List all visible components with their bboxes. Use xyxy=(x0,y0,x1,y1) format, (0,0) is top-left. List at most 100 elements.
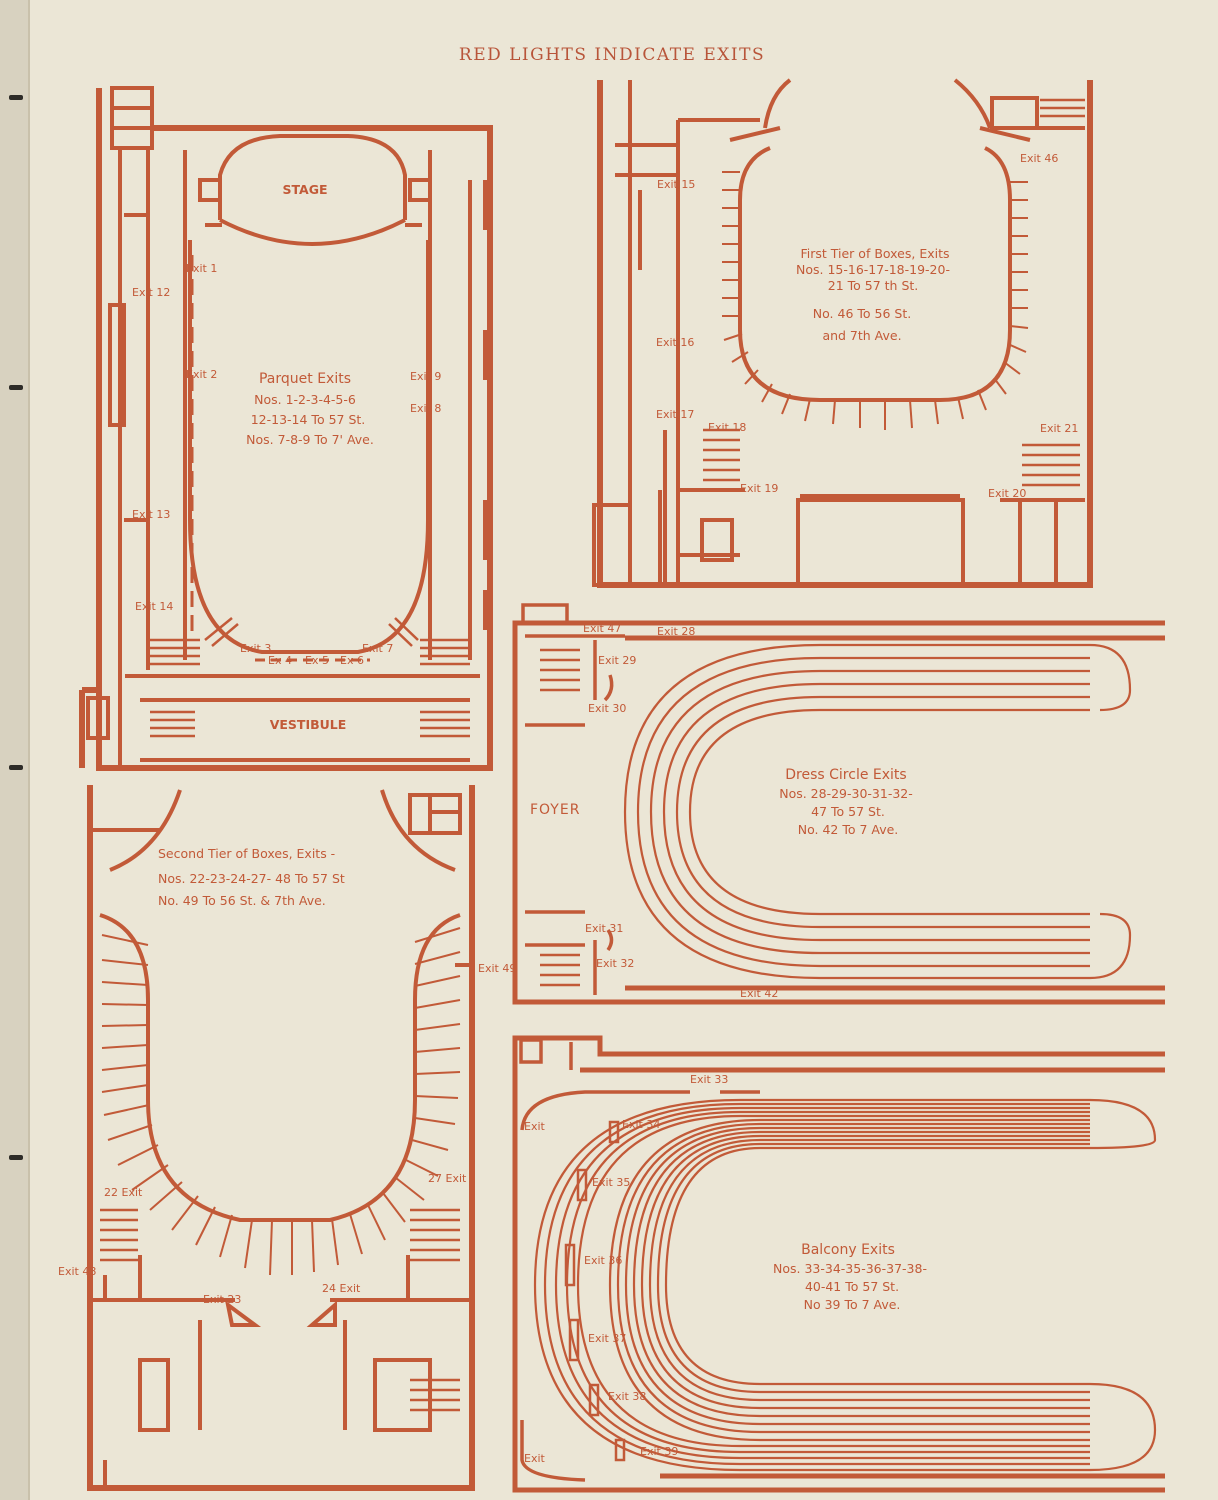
first-tier-heading: First Tier of Boxes, Exits xyxy=(800,246,949,261)
first-tier-line-4: and 7th Ave. xyxy=(822,328,901,343)
first-tier-stairs xyxy=(703,98,1085,487)
exit-49-label: Exit 49 xyxy=(478,962,516,975)
second-tier-heading: Second Tier of Boxes, Exits - xyxy=(158,846,335,861)
exit-38-label: Exit 38 xyxy=(608,1390,646,1403)
first-tier-auditorium xyxy=(729,78,1031,402)
parquet-walls xyxy=(79,88,493,771)
balcony-line-2: 40-41 To 57 St. xyxy=(805,1279,899,1294)
first-tier-structure xyxy=(592,80,1085,587)
parquet-line-3: Nos. 7-8-9 To 7' Ave. xyxy=(246,432,374,447)
balcony-structure xyxy=(519,1038,760,1482)
exit-34-label: Exit 34 xyxy=(622,1118,660,1131)
exit-unnumbered-bottom-label: Exit xyxy=(524,1452,546,1465)
exit-3-label: Exit 3 xyxy=(240,642,271,655)
balcony-line-1: Nos. 33-34-35-36-37-38- xyxy=(773,1261,927,1276)
exit-18-label: Exit 18 xyxy=(708,421,746,434)
balcony-exit-doors xyxy=(564,1120,626,1462)
parquet-exit-passage xyxy=(190,255,370,662)
binding-gutter xyxy=(0,0,30,1500)
exit-36-label: Exit 36 xyxy=(584,1254,622,1267)
dress-circle-line-3: No. 42 To 7 Ave. xyxy=(798,822,899,837)
dress-circle-line-2: 47 To 57 St. xyxy=(811,804,885,819)
parquet-seating-outline xyxy=(188,240,430,654)
parquet-line-2: 12-13-14 To 57 St. xyxy=(251,412,366,427)
exit-4-label: Ex 4 xyxy=(268,654,292,667)
parquet-line-1: Nos. 1-2-3-4-5-6 xyxy=(254,392,356,407)
exit-42-label: Exit 42 xyxy=(740,987,778,1000)
second-tier-box-partitions xyxy=(101,927,461,1276)
dress-circle-stairs xyxy=(540,648,580,987)
exit-30-label: Exit 30 xyxy=(588,702,626,715)
second-tier-auditorium xyxy=(99,789,461,1300)
balcony-walls xyxy=(512,1035,1165,1493)
exit-39-label: Exit 39 xyxy=(640,1445,678,1458)
parquet-stairs xyxy=(150,617,470,738)
dress-circle-walls xyxy=(512,620,1165,1005)
exit-8-label: Exit 8 xyxy=(410,402,441,415)
second-tier-line-1: Nos. 22-23-24-27- 48 To 57 St xyxy=(158,871,345,886)
balcony-heading: Balcony Exits xyxy=(801,1242,895,1258)
balcony-plan: Balcony Exits Nos. 33-34-35-36-37-38- 40… xyxy=(512,1035,1165,1493)
exit-6-label: Ex 6 xyxy=(340,654,364,667)
exit-28-label: Exit 28 xyxy=(657,625,695,638)
first-tier-line-1: Nos. 15-16-17-18-19-20- xyxy=(796,262,950,277)
second-tier-walls xyxy=(87,785,475,1491)
exit-33-label: Exit 33 xyxy=(690,1073,728,1086)
exit-5-label: Ex 5 xyxy=(305,654,329,667)
dress-circle-seating-rows xyxy=(623,643,1132,980)
exit-14-label: Exit 14 xyxy=(135,600,173,613)
second-tier-plan: Second Tier of Boxes, Exits - Nos. 22-23… xyxy=(58,785,516,1491)
exit-19-label: Exit 19 xyxy=(740,482,778,495)
exit-15-label: Exit 15 xyxy=(657,178,695,191)
parquet-plan: STAGE VESTIBULE Parquet Exits Nos. 1-2-3… xyxy=(79,86,493,771)
page-title: RED LIGHTS INDICATE EXITS xyxy=(459,45,765,65)
exit-32-label: Exit 32 xyxy=(596,957,634,970)
exit-35-label: Exit 35 xyxy=(592,1176,630,1189)
exit-1-label: Exit 1 xyxy=(186,262,217,275)
exit-16-label: Exit 16 xyxy=(656,336,694,349)
exit-22-label: 22 Exit xyxy=(104,1186,143,1199)
exit-21-label: Exit 21 xyxy=(1040,422,1078,435)
vestibule-label: VESTIBULE xyxy=(270,717,347,732)
exit-9-label: Exit 9 xyxy=(410,370,441,383)
binding-ring xyxy=(9,385,23,390)
second-tier-line-2: No. 49 To 56 St. & 7th Ave. xyxy=(158,893,326,908)
exit-46-label: Exit 46 xyxy=(1020,152,1058,165)
exit-12-label: Exit 12 xyxy=(132,286,170,299)
dress-circle-plan: FOYER Dress Circle Exits Nos. 28-29-30-3… xyxy=(512,603,1165,1005)
second-tier-stairs xyxy=(100,1208,460,1412)
parquet-stage xyxy=(205,134,422,246)
dress-circle-heading: Dress Circle Exits xyxy=(785,767,906,783)
binding-ring xyxy=(9,95,23,100)
exit-24-label: 24 Exit xyxy=(322,1282,361,1295)
dress-circle-line-1: Nos. 28-29-30-31-32- xyxy=(779,786,913,801)
exit-13-label: Exit 13 xyxy=(132,508,170,521)
balcony-line-3: No 39 To 7 Ave. xyxy=(804,1297,901,1312)
exit-23-label: Exit 23 xyxy=(203,1293,241,1306)
stage-label: STAGE xyxy=(282,182,327,197)
exit-31-label: Exit 31 xyxy=(585,922,623,935)
first-tier-line-3: No. 46 To 56 St. xyxy=(813,306,911,321)
dress-circle-structure xyxy=(521,603,625,995)
exit-20-label: Exit 20 xyxy=(988,487,1026,500)
exit-37-label: Exit 37 xyxy=(588,1332,626,1345)
parquet-heading: Parquet Exits xyxy=(259,371,351,387)
parquet-structure xyxy=(86,86,487,765)
first-tier-box-partitions xyxy=(722,171,1029,430)
second-tier-structure xyxy=(90,793,472,1488)
exit-17-label: Exit 17 xyxy=(656,408,694,421)
binding-ring xyxy=(9,765,23,770)
first-tier-line-2: 21 To 57 th St. xyxy=(828,278,919,293)
exit-48-label: Exit 48 xyxy=(58,1265,96,1278)
exit-7-label: Exit 7 xyxy=(362,642,393,655)
binding-ring xyxy=(9,1155,23,1160)
exit-47-label: Exit 47 xyxy=(583,622,621,635)
exit-2-label: Exit 2 xyxy=(186,368,217,381)
first-tier-plan: Exit 15 Exit 16 Exit 17 Exit 18 Exit 19 … xyxy=(592,78,1093,588)
exit-27-label: 27 Exit xyxy=(428,1172,467,1185)
exit-29-label: Exit 29 xyxy=(598,654,636,667)
exit-unnumbered-top-label: Exit xyxy=(524,1120,546,1133)
foyer-label: FOYER xyxy=(530,802,580,818)
